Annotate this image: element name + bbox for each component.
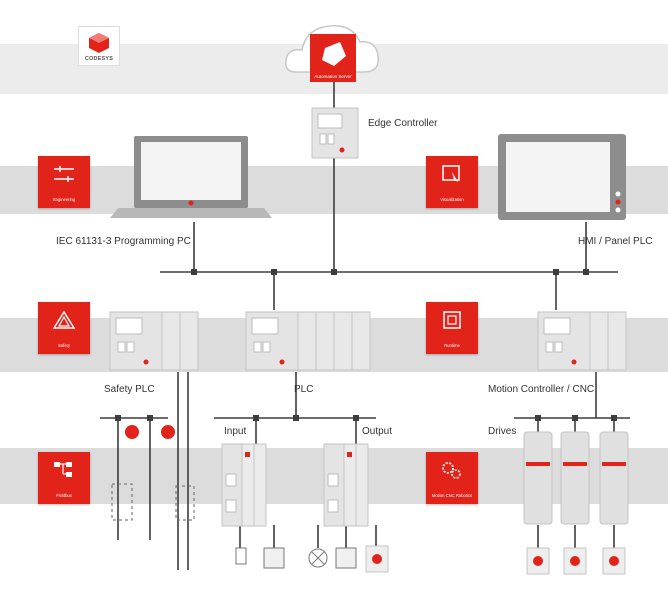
motor-icon	[365, 545, 626, 575]
io-module-icon	[221, 443, 267, 527]
gear-icon	[442, 462, 461, 479]
emergency-stop-icon	[125, 425, 175, 439]
motion-controller-label: Motion Controller / CNC	[488, 384, 595, 395]
programming-pc-label: IEC 61131-3 Programming PC	[56, 236, 191, 247]
safety-tile: Safety	[38, 302, 90, 354]
logo-icon: CODESYS	[78, 26, 120, 66]
laptop-icon	[110, 136, 272, 218]
runtime-label: Runtime	[444, 343, 460, 348]
cloud-icon	[284, 25, 379, 82]
motion-controller-device	[537, 311, 627, 371]
fieldbus-label: Fieldbus	[56, 493, 72, 498]
engineering-label: Engineering	[52, 197, 76, 202]
safety-plc-device	[109, 311, 199, 371]
visualization-icon	[442, 165, 460, 182]
io-module-icon	[323, 443, 369, 527]
visualization-tile: Visualization	[426, 156, 478, 208]
monitor-icon	[498, 134, 626, 220]
motion-label: Motion CNC Robotics	[431, 493, 473, 498]
visualization-label: Visualization	[440, 197, 464, 202]
drive-icon	[523, 431, 629, 525]
output-label: Output	[362, 426, 393, 437]
safety-plc-label: Safety PLC	[104, 384, 155, 395]
plc-label: PLC	[294, 384, 314, 395]
fieldbus-icon	[54, 462, 72, 477]
drives-label: Drives	[488, 426, 517, 437]
safety-icon	[52, 310, 76, 329]
fieldbus-tile: Fieldbus	[38, 452, 90, 504]
cloud-caption: Automation Server	[314, 74, 352, 79]
motion-tile: Motion CNC Robotics	[426, 452, 478, 504]
runtime-tile: Runtime	[426, 302, 478, 354]
input-label: Input	[224, 426, 247, 437]
switch-icon	[235, 547, 357, 569]
safety-label: Safety	[58, 343, 70, 348]
edge-controller	[311, 107, 359, 159]
edge-controller-label: Edge Controller	[368, 118, 438, 129]
engineering-tile: Engineering	[38, 156, 90, 208]
plc-device	[245, 311, 371, 371]
runtime-icon	[443, 311, 461, 329]
hmi-panel-label: HMI / Panel PLC	[578, 236, 653, 247]
logo-text: CODESYS	[84, 56, 114, 62]
engineering-icon	[54, 166, 74, 182]
